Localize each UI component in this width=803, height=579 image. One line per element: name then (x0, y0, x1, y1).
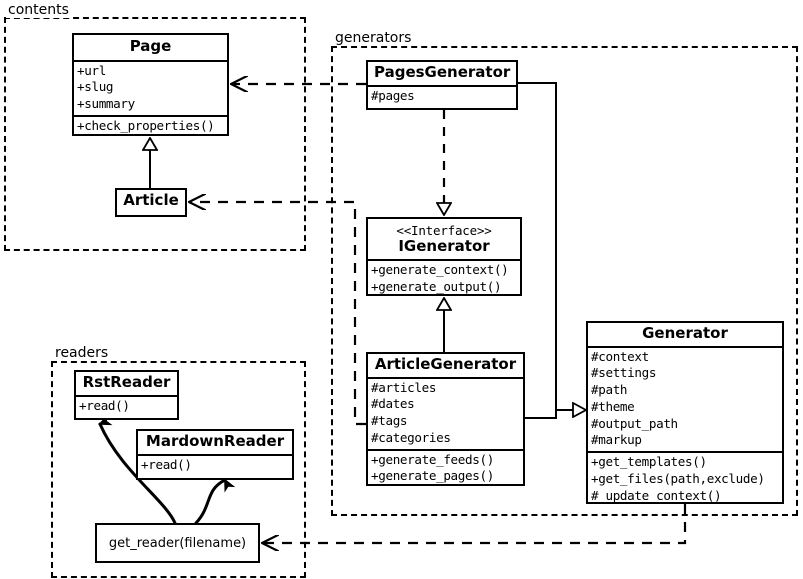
attribute: #theme (591, 398, 635, 414)
class-articlegenerator-attributes: #articles #dates #tags #categories (368, 376, 523, 449)
method: +generate_output() (371, 279, 502, 295)
method: +get_files(path,exclude) (591, 470, 765, 486)
attribute: #settings (591, 365, 657, 381)
class-page-name: Page (129, 37, 172, 55)
class-mardownreader-name: MardownReader (145, 432, 285, 450)
method: +read() (141, 456, 192, 472)
class-rstreader-name: RstReader (82, 373, 171, 391)
method: +get_templates() (591, 454, 707, 470)
attribute: #tags (371, 413, 408, 429)
class-generator-attributes: #context #settings #path #theme #output_… (588, 345, 782, 451)
package-contents (4, 17, 306, 251)
class-page[interactable]: Page +url +slug +summary +check_properti… (72, 33, 229, 136)
class-articlegenerator-methods: +generate_feeds() +generate_pages() (368, 448, 523, 487)
attribute: #dates (371, 396, 415, 412)
class-generator-name: Generator (642, 324, 728, 342)
class-igenerator-methods: +generate_context() +generate_output() (368, 259, 520, 297)
attribute: +slug (77, 79, 114, 95)
class-igenerator-label: IGenerator (398, 236, 490, 255)
method: +check_properties() (77, 117, 215, 133)
class-page-attributes: +url +slug +summary (74, 59, 227, 115)
attribute: +url (77, 62, 106, 78)
class-articlegenerator[interactable]: ArticleGenerator #articles #dates #tags … (366, 352, 525, 486)
attribute: #categories (371, 429, 451, 445)
class-article[interactable]: Article (115, 188, 187, 217)
method: +generate_pages() (371, 468, 494, 484)
attribute: +summary (77, 96, 135, 112)
package-readers-label: readers (53, 345, 111, 361)
class-igenerator-stereotype: <<Interface>> (396, 223, 492, 238)
function-get-reader-label: get_reader(filename) (108, 535, 247, 551)
class-article-name: Article (123, 191, 179, 209)
class-rstreader[interactable]: RstReader +read() (74, 370, 179, 420)
package-generators (331, 46, 798, 516)
attribute: #output_path (591, 415, 678, 431)
package-generators-label: generators (333, 30, 414, 46)
package-readers (51, 361, 306, 578)
class-pagesgenerator[interactable]: PagesGenerator #pages (366, 60, 518, 110)
package-contents-label: contents (6, 2, 71, 18)
class-generator-methods: +get_templates() +get_files(path,exclude… (588, 451, 782, 506)
class-rstreader-methods: +read() (76, 394, 177, 417)
attribute: #path (591, 382, 628, 398)
function-get-reader[interactable]: get_reader(filename) (95, 523, 260, 563)
class-articlegenerator-name: ArticleGenerator (374, 355, 517, 373)
method: #_update_context() (591, 487, 722, 503)
attribute: #articles (371, 379, 437, 395)
attribute: #pages (371, 87, 415, 103)
class-generator[interactable]: Generator #context #settings #path #them… (586, 321, 784, 504)
class-mardownreader[interactable]: MardownReader +read() (136, 429, 294, 480)
method: +generate_feeds() (371, 451, 494, 467)
method: +read() (79, 397, 130, 413)
method: +generate_context() (371, 262, 509, 278)
class-mardownreader-methods: +read() (138, 453, 292, 476)
class-igenerator[interactable]: <<Interface>> IGenerator +generate_conte… (366, 217, 522, 296)
attribute: #context (591, 348, 649, 364)
class-pagesgenerator-attributes: #pages (368, 84, 516, 107)
class-pagesgenerator-name: PagesGenerator (374, 63, 511, 81)
attribute: #markup (591, 432, 642, 448)
class-page-methods: +check_properties() (74, 114, 227, 137)
class-igenerator-name: <<Interface>> IGenerator (368, 219, 520, 259)
